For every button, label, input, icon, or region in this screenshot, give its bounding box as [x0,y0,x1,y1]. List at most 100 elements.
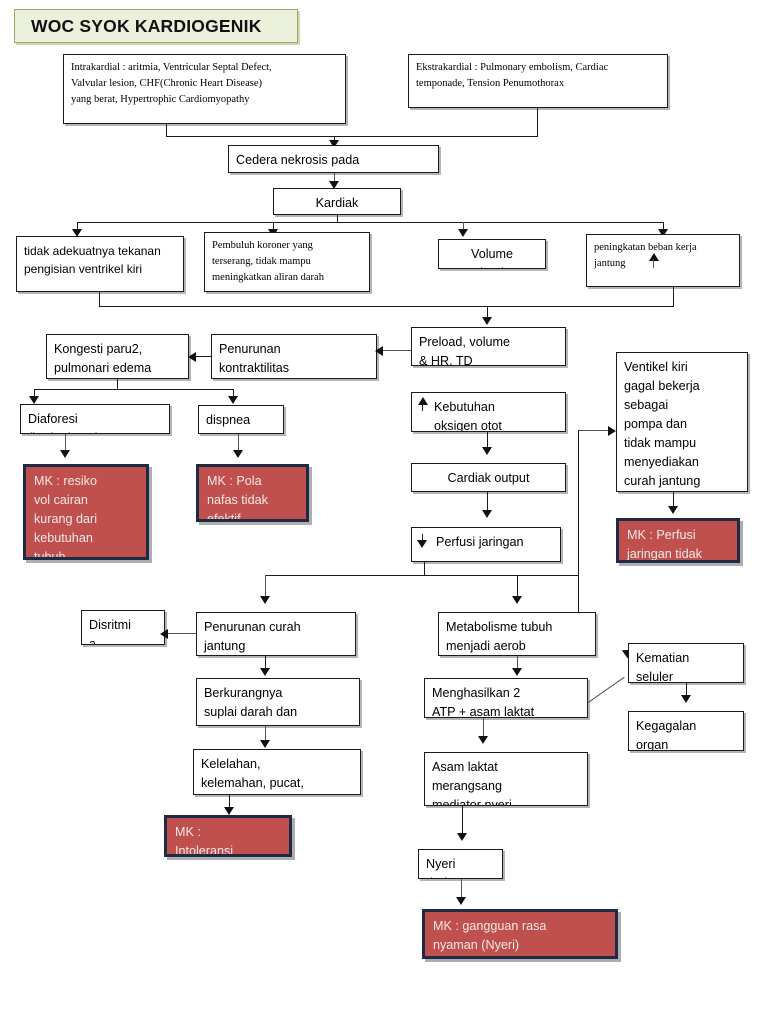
page-title: WOC SYOK KARDIOGENIK [14,9,298,43]
beban-arrow-stem [653,259,655,268]
node-dispnea-text: dispnea [206,413,251,427]
arrowhead-down [72,229,82,237]
connector-line [673,492,675,510]
node-menghasilkan-atp: Menghasilkan 2 ATP + asam laktat [424,678,588,718]
node-pembuluh-koroner-text: Pembuluh koroner yang terserang, tidak m… [212,240,324,283]
diagnosis-mk-perfusi: MK : Perfusi jaringan tidak [616,518,740,563]
node-pembuluh-koroner: Pembuluh koroner yang terserang, tidak m… [204,232,370,292]
connector-line [487,432,489,450]
arrowhead-down [456,897,466,905]
node-ekstrakardial: Ekstrakardial : Pulmonary embolism, Card… [408,54,668,108]
connector-bus [99,306,674,308]
node-kematian-seluler: Kematian seluler [628,643,744,683]
diagnosis-mk-intoleransi-text: MK : Intoleransi [175,825,234,857]
arrowhead-down [668,506,678,514]
connector-line [686,683,688,699]
node-berkurangnya-suplai-text: Berkurangnya suplai darah dan O2 ke otak [204,686,298,725]
node-disritmia: Disritmi a [81,610,165,645]
node-cardiak-output: Cardiak output [411,463,566,492]
node-ekstrakardial-text: Ekstrakardial : Pulmonary embolism, Card… [416,62,609,89]
arrowhead-down [458,229,468,237]
connector-line [334,173,336,185]
node-kegagalan-organ-text: Kegagalan organ [636,719,697,751]
connector-line [166,124,168,137]
node-kongesti-paru-text: Kongesti paru2, pulmonari edema [54,342,152,375]
node-volume-darah: Volume darah [438,239,546,269]
connector-line [424,562,426,576]
connector-line [537,108,539,137]
node-nyeri-dada: Nyeri dada [418,849,503,879]
node-kegagalan-organ: Kegagalan organ [628,711,744,751]
node-metabolisme-aerob: Metabolisme tubuh menjadi aerob [438,612,596,656]
node-intrakardial: Intrakardial : aritmia, Ventricular Sept… [63,54,346,124]
node-asam-laktat: Asam laktat merangsang mediator nyeri [424,752,588,806]
node-kelelahan-text: Kelelahan, kelemahan, pucat, tidak berse… [201,757,304,790]
node-berkurangnya-suplai: Berkurangnya suplai darah dan O2 ke otak [196,678,360,726]
page-title-text: WOC SYOK KARDIOGENIK [31,15,262,36]
node-kardiak-text: Kardiak [315,196,359,210]
connector-line [265,575,267,599]
kebutuhan-up-arrow-icon [418,397,428,405]
connector-line [462,806,464,838]
arrowhead-down [60,450,70,458]
arrowhead-down [329,140,339,148]
node-tidak-adekuat: tidak adekuatnya tekanan pengisian ventr… [16,236,184,292]
connector-line [65,434,67,454]
diagnosis-mk-nyeri: MK : gangguan rasa nyaman (Nyeri) [422,909,618,959]
node-asam-laktat-text: Asam laktat merangsang mediator nyeri [432,760,512,806]
arrowhead-down [224,807,234,815]
connector-line [265,656,267,672]
node-tidak-adekuat-text: tidak adekuatnya tekanan pengisian ventr… [24,244,161,276]
connector-bus [34,389,234,391]
arrowhead-down [329,181,339,189]
node-kebutuhan-oksigen: Kebutuhan oksigen otot [411,392,566,432]
connector-line [117,379,119,390]
arrowhead-down [260,740,270,748]
connector-bus [265,575,579,577]
perfusi-arrow-stem [422,534,424,543]
connector-line [517,575,519,599]
node-peningkatan-beban-text: peningkatan beban kerja jantung [594,242,697,269]
diagnosis-mk-resiko-volume: MK : resiko vol cairan kurang dari kebut… [23,464,149,560]
diagnosis-mk-nyeri-text: MK : gangguan rasa nyaman (Nyeri) [433,919,547,952]
arrowhead-down [478,736,488,744]
node-kelelahan: Kelelahan, kelemahan, pucat, tidak berse… [193,749,361,795]
node-disritmia-text: Disritmi a [89,618,131,645]
arrowhead-down [233,450,243,458]
connector-line [238,434,240,454]
kebutuhan-arrow-stem [422,403,424,411]
node-kardiak: Kardiak [273,188,401,215]
arrowhead-down [482,510,492,518]
connector-bus [77,222,664,224]
connector-line [273,222,275,233]
beban-up-arrow-icon [649,253,659,261]
node-penurunan-kontraktilitas: Penurunan kontraktilitas [211,334,377,379]
node-kebutuhan-oksigen-text: Kebutuhan oksigen otot [434,400,502,432]
connector-line [483,718,485,740]
arrowhead-left [188,352,196,362]
connector-line [487,306,489,321]
connector-line [461,879,463,901]
node-kematian-seluler-text: Kematian seluler [636,651,690,683]
node-cedera-nekrosis-text: Cedera nekrosis pada [236,153,360,167]
diagnosis-mk-perfusi-text: MK : Perfusi jaringan tidak [627,528,702,561]
arrowhead-down [512,668,522,676]
arrowhead-down [260,668,270,676]
node-cedera-nekrosis: Cedera nekrosis pada [228,145,439,173]
connector-line [34,389,36,398]
arrowhead-down [29,396,39,404]
connector-line [166,633,196,635]
connector-line [196,356,211,358]
connector-line [77,222,79,233]
node-perfusi-jaringan: Perfusi jaringan [411,527,561,562]
node-diaforesis: Diaforesi (berkeringat) [20,404,170,434]
arrowhead-down [658,229,668,237]
arrowhead-right [608,426,616,436]
node-ventikel-kiri-gagal: Ventikel kiri gagal bekerja sebagai pomp… [616,352,748,492]
node-ventikel-kiri-gagal-text: Ventikel kiri gagal bekerja sebagai pomp… [624,360,701,488]
node-penurunan-curah: Penurunan curah jantung [196,612,356,656]
diagnosis-mk-pola-nafas: MK : Pola nafas tidak efektif [196,464,309,522]
connector-diagonal [588,676,625,703]
node-peningkatan-beban: peningkatan beban kerja jantung [586,234,740,287]
